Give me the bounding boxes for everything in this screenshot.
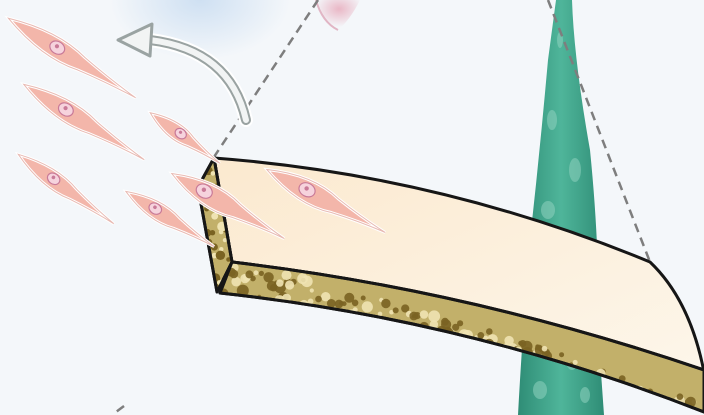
pore	[300, 306, 308, 314]
pore	[310, 288, 314, 292]
cell-body	[13, 147, 119, 231]
pore	[435, 335, 443, 343]
pore	[664, 401, 674, 411]
pore	[501, 348, 509, 356]
pore	[285, 280, 294, 289]
pore	[648, 394, 655, 401]
pore	[486, 328, 493, 335]
pore	[365, 319, 374, 328]
pore	[361, 296, 366, 301]
pore	[349, 318, 353, 322]
pore	[369, 317, 377, 325]
pore	[474, 349, 479, 354]
pore	[623, 391, 630, 398]
pore	[205, 282, 212, 289]
pore	[409, 312, 418, 321]
pore	[223, 238, 227, 242]
pore	[627, 388, 636, 397]
pore	[426, 335, 431, 340]
pore	[616, 385, 624, 393]
pore	[504, 336, 513, 345]
pore	[646, 398, 653, 405]
pore	[211, 171, 216, 176]
pore	[476, 344, 487, 355]
pore	[494, 347, 505, 358]
pore	[216, 251, 225, 260]
pore	[263, 272, 273, 282]
cell-4	[146, 106, 225, 170]
pore	[231, 277, 241, 287]
porous-scaffold-strip	[198, 158, 704, 415]
cell-3	[13, 147, 119, 231]
pore	[616, 389, 626, 399]
pore	[480, 350, 489, 359]
pore	[428, 310, 440, 322]
cell-body	[18, 76, 149, 169]
pore	[438, 336, 447, 345]
pore	[362, 322, 366, 326]
cell-2	[18, 76, 149, 169]
pore	[620, 385, 629, 394]
pore	[573, 360, 578, 365]
pore	[210, 230, 215, 235]
pore	[420, 310, 429, 319]
dashed-line-bottom	[112, 406, 124, 415]
pore	[259, 271, 264, 276]
pore	[438, 338, 449, 349]
pore	[328, 312, 335, 319]
pore	[315, 296, 322, 303]
pore	[350, 316, 359, 325]
pore	[542, 346, 548, 352]
pore	[282, 270, 292, 280]
pore	[603, 381, 608, 386]
pore	[245, 270, 253, 278]
pore	[362, 301, 373, 312]
pore	[408, 328, 418, 338]
pore	[686, 410, 692, 415]
pore	[430, 333, 438, 341]
pore	[254, 270, 259, 275]
pore	[352, 300, 359, 307]
pore	[477, 332, 484, 339]
pore	[393, 307, 399, 313]
pore	[276, 279, 283, 286]
pore	[339, 301, 344, 306]
pore	[333, 311, 341, 319]
pore	[436, 333, 443, 340]
pore	[535, 344, 539, 348]
pore	[381, 299, 390, 308]
pore	[297, 273, 308, 284]
pore	[230, 270, 239, 279]
pore	[461, 339, 470, 348]
pore	[399, 327, 409, 337]
pore	[335, 314, 341, 320]
pore	[452, 324, 459, 331]
pore	[559, 352, 564, 357]
pore	[677, 393, 684, 400]
